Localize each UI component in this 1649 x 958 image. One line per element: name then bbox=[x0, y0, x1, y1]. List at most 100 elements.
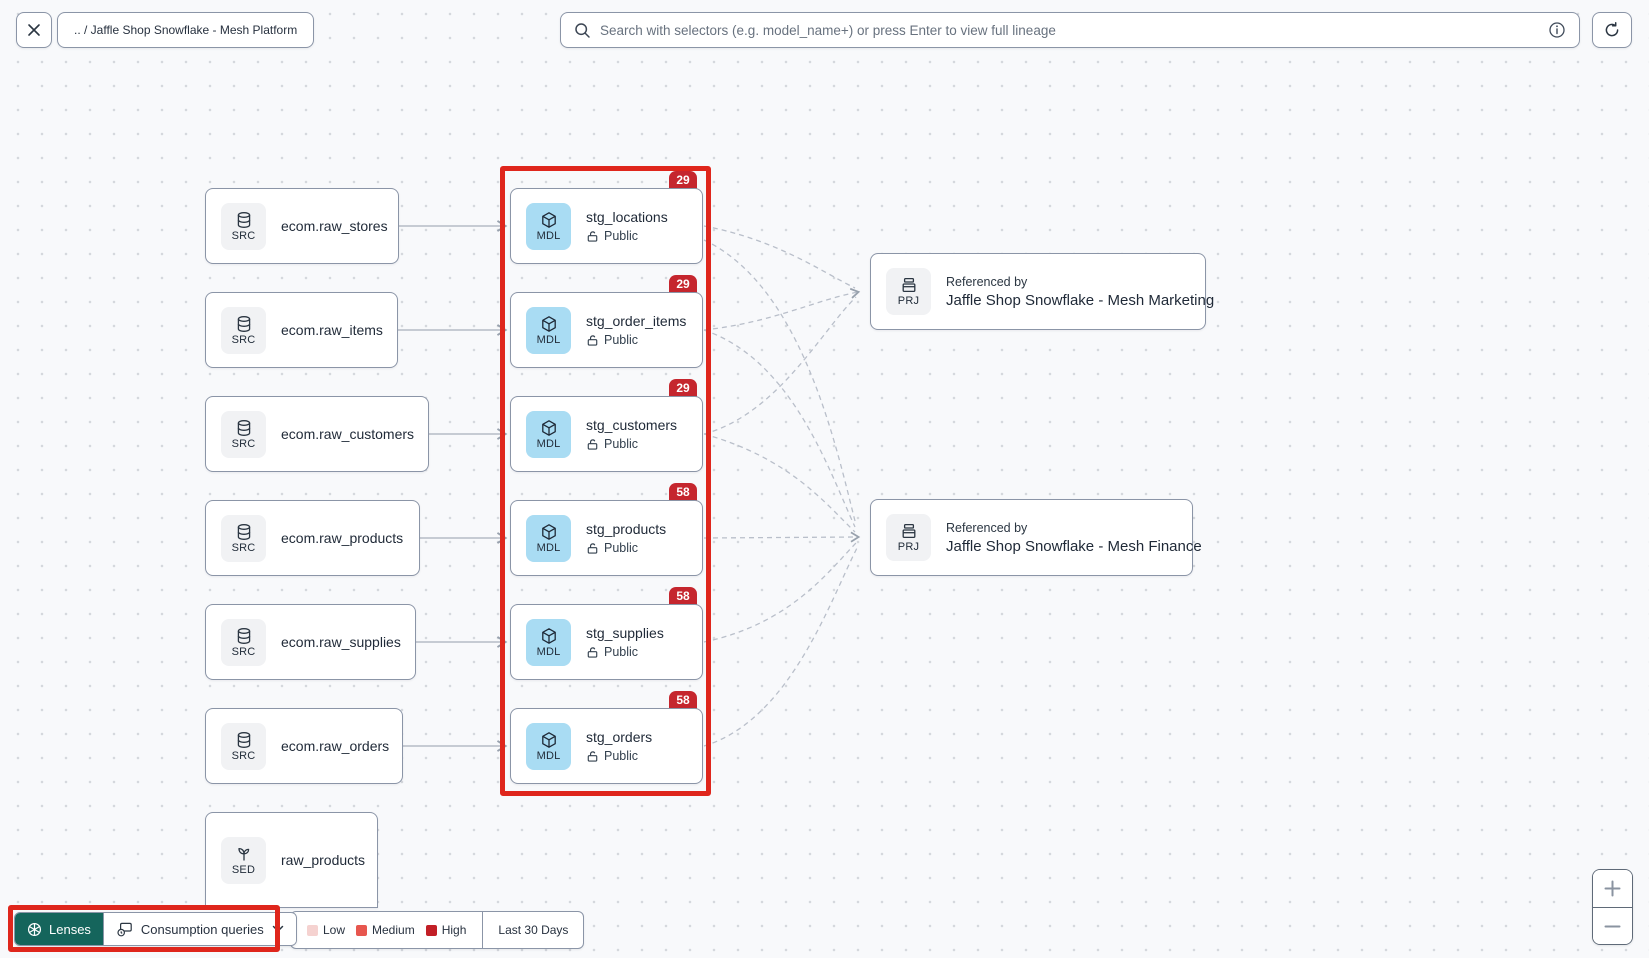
legend-period-label: Last 30 Days bbox=[498, 923, 569, 937]
lineage-node-model-stg-products[interactable]: 58 MDL stg_products Public bbox=[510, 483, 703, 576]
node-type-tag: MDL bbox=[536, 749, 561, 762]
lineage-node-model-stg-order-items[interactable]: 29 MDL stg_order_items Public bbox=[510, 275, 703, 368]
lineage-node-project-mesh-marketing[interactable]: PRJ Referenced by Jaffle Shop Snowflake … bbox=[870, 253, 1214, 330]
source-icon-box: SRC bbox=[221, 306, 266, 354]
lenses-label: Lenses bbox=[49, 921, 91, 937]
lineage-node-model-stg-supplies[interactable]: 58 MDL stg_supplies Public bbox=[510, 587, 703, 680]
legend-swatch-medium bbox=[356, 924, 368, 936]
access-label: Public bbox=[604, 645, 639, 659]
node-title: ecom.raw_customers bbox=[281, 426, 415, 442]
node-title: Jaffle Shop Snowflake - Mesh Marketing bbox=[946, 291, 1215, 309]
archive-icon bbox=[900, 276, 918, 294]
lineage-node-seed-raw-products[interactable]: SED raw_products bbox=[205, 812, 378, 908]
node-title: ecom.raw_supplies bbox=[281, 634, 401, 650]
node-type-tag: MDL bbox=[536, 229, 561, 242]
close-button[interactable] bbox=[16, 12, 52, 48]
node-type-tag: SRC bbox=[231, 437, 256, 450]
unlock-icon bbox=[586, 750, 599, 763]
lineage-node-source-raw-items[interactable]: SRC ecom.raw_items bbox=[205, 292, 398, 368]
access-label: Public bbox=[604, 749, 639, 763]
zoom-out-button[interactable] bbox=[1593, 907, 1632, 944]
project-icon-box: PRJ bbox=[886, 268, 931, 315]
breadcrumb[interactable]: .. / Jaffle Shop Snowflake - Mesh Platfo… bbox=[57, 12, 315, 48]
node-type-tag: MDL bbox=[536, 541, 561, 554]
refresh-icon bbox=[1603, 21, 1621, 39]
unlock-icon bbox=[586, 334, 599, 347]
package-icon bbox=[540, 731, 558, 749]
node-title: ecom.raw_products bbox=[281, 530, 404, 546]
lenses-control[interactable]: Lenses Consumption queries bbox=[14, 912, 297, 946]
project-icon-box: PRJ bbox=[886, 514, 931, 561]
info-icon[interactable] bbox=[1548, 21, 1566, 39]
seed-icon-box: SED bbox=[221, 836, 266, 884]
node-title: Jaffle Shop Snowflake - Mesh Finance bbox=[946, 537, 1202, 555]
lens-type-dropdown[interactable]: Consumption queries bbox=[102, 913, 296, 945]
seedling-icon bbox=[235, 845, 253, 863]
model-icon-box: MDL bbox=[526, 202, 571, 250]
referenced-by-label: Referenced by bbox=[946, 520, 1028, 535]
access-label: Public bbox=[604, 437, 639, 451]
database-icon bbox=[235, 627, 253, 645]
model-icon-box: MDL bbox=[526, 410, 571, 458]
source-icon-box: SRC bbox=[221, 514, 266, 562]
zoom-controls[interactable] bbox=[1592, 869, 1633, 945]
legend-period: Last 30 Days bbox=[482, 912, 583, 948]
package-icon bbox=[540, 523, 558, 541]
legend-scale: Low Medium High bbox=[291, 912, 482, 948]
lineage-node-source-raw-orders[interactable]: SRC ecom.raw_orders bbox=[205, 708, 403, 784]
access-label: Public bbox=[604, 229, 639, 243]
node-type-tag: MDL bbox=[536, 645, 561, 658]
node-title: stg_products bbox=[586, 521, 667, 537]
lens-type-label: Consumption queries bbox=[140, 921, 264, 937]
node-title: stg_supplies bbox=[586, 625, 664, 641]
refresh-button[interactable] bbox=[1592, 12, 1632, 48]
package-icon bbox=[540, 419, 558, 437]
database-icon bbox=[235, 211, 253, 229]
lineage-node-model-stg-orders[interactable]: 58 MDL stg_orders Public bbox=[510, 691, 703, 784]
node-type-tag: SRC bbox=[231, 333, 256, 346]
lineage-node-source-raw-products[interactable]: SRC ecom.raw_products bbox=[205, 500, 420, 576]
source-icon-box: SRC bbox=[221, 410, 266, 458]
breadcrumb-label: .. / Jaffle Shop Snowflake - Mesh Platfo… bbox=[74, 23, 298, 37]
plus-icon bbox=[1604, 880, 1621, 897]
legend-label-high: High bbox=[441, 923, 467, 937]
lineage-node-source-raw-customers[interactable]: SRC ecom.raw_customers bbox=[205, 396, 429, 472]
node-title: ecom.raw_orders bbox=[281, 738, 390, 754]
legend-label-low: Low bbox=[323, 923, 346, 937]
search-bar[interactable] bbox=[560, 12, 1580, 48]
lenses-toggle-button[interactable]: Lenses bbox=[15, 913, 103, 945]
node-type-tag: SED bbox=[231, 863, 256, 876]
node-type-tag: MDL bbox=[536, 437, 561, 450]
node-title: raw_products bbox=[281, 852, 366, 868]
database-icon bbox=[235, 315, 253, 333]
package-icon bbox=[540, 211, 558, 229]
lineage-node-model-stg-locations[interactable]: 29 MDL stg_locations Public bbox=[510, 171, 703, 264]
lens-aperture-icon bbox=[27, 922, 42, 937]
lineage-node-source-raw-stores[interactable]: SRC ecom.raw_stores bbox=[205, 188, 399, 264]
lineage-node-project-mesh-finance[interactable]: PRJ Referenced by Jaffle Shop Snowflake … bbox=[870, 499, 1202, 576]
legend-swatch-low bbox=[307, 924, 318, 936]
chevron-down-icon bbox=[272, 925, 284, 933]
node-type-tag: SRC bbox=[231, 645, 256, 658]
unlock-icon bbox=[586, 230, 599, 243]
lineage-node-source-raw-supplies[interactable]: SRC ecom.raw_supplies bbox=[205, 604, 416, 680]
node-title: stg_customers bbox=[586, 417, 678, 433]
node-type-tag: MDL bbox=[536, 333, 561, 346]
access-label: Public bbox=[604, 541, 639, 555]
source-icon-box: SRC bbox=[221, 618, 266, 666]
search-input[interactable] bbox=[600, 22, 1539, 38]
node-type-tag: SRC bbox=[231, 749, 256, 762]
database-icon bbox=[235, 419, 253, 437]
node-title: stg_orders bbox=[586, 729, 653, 745]
legend-label-medium: Medium bbox=[372, 923, 415, 937]
package-icon bbox=[540, 315, 558, 333]
node-title: stg_locations bbox=[586, 209, 668, 225]
zoom-in-button[interactable] bbox=[1593, 870, 1632, 907]
database-icon bbox=[235, 523, 253, 541]
legend-item-low: Low bbox=[307, 923, 345, 937]
source-icon-box: SRC bbox=[221, 202, 266, 250]
lineage-node-model-stg-customers[interactable]: 29 MDL stg_customers Public bbox=[510, 379, 703, 472]
model-icon-box: MDL bbox=[526, 306, 571, 354]
unlock-icon bbox=[586, 438, 599, 451]
